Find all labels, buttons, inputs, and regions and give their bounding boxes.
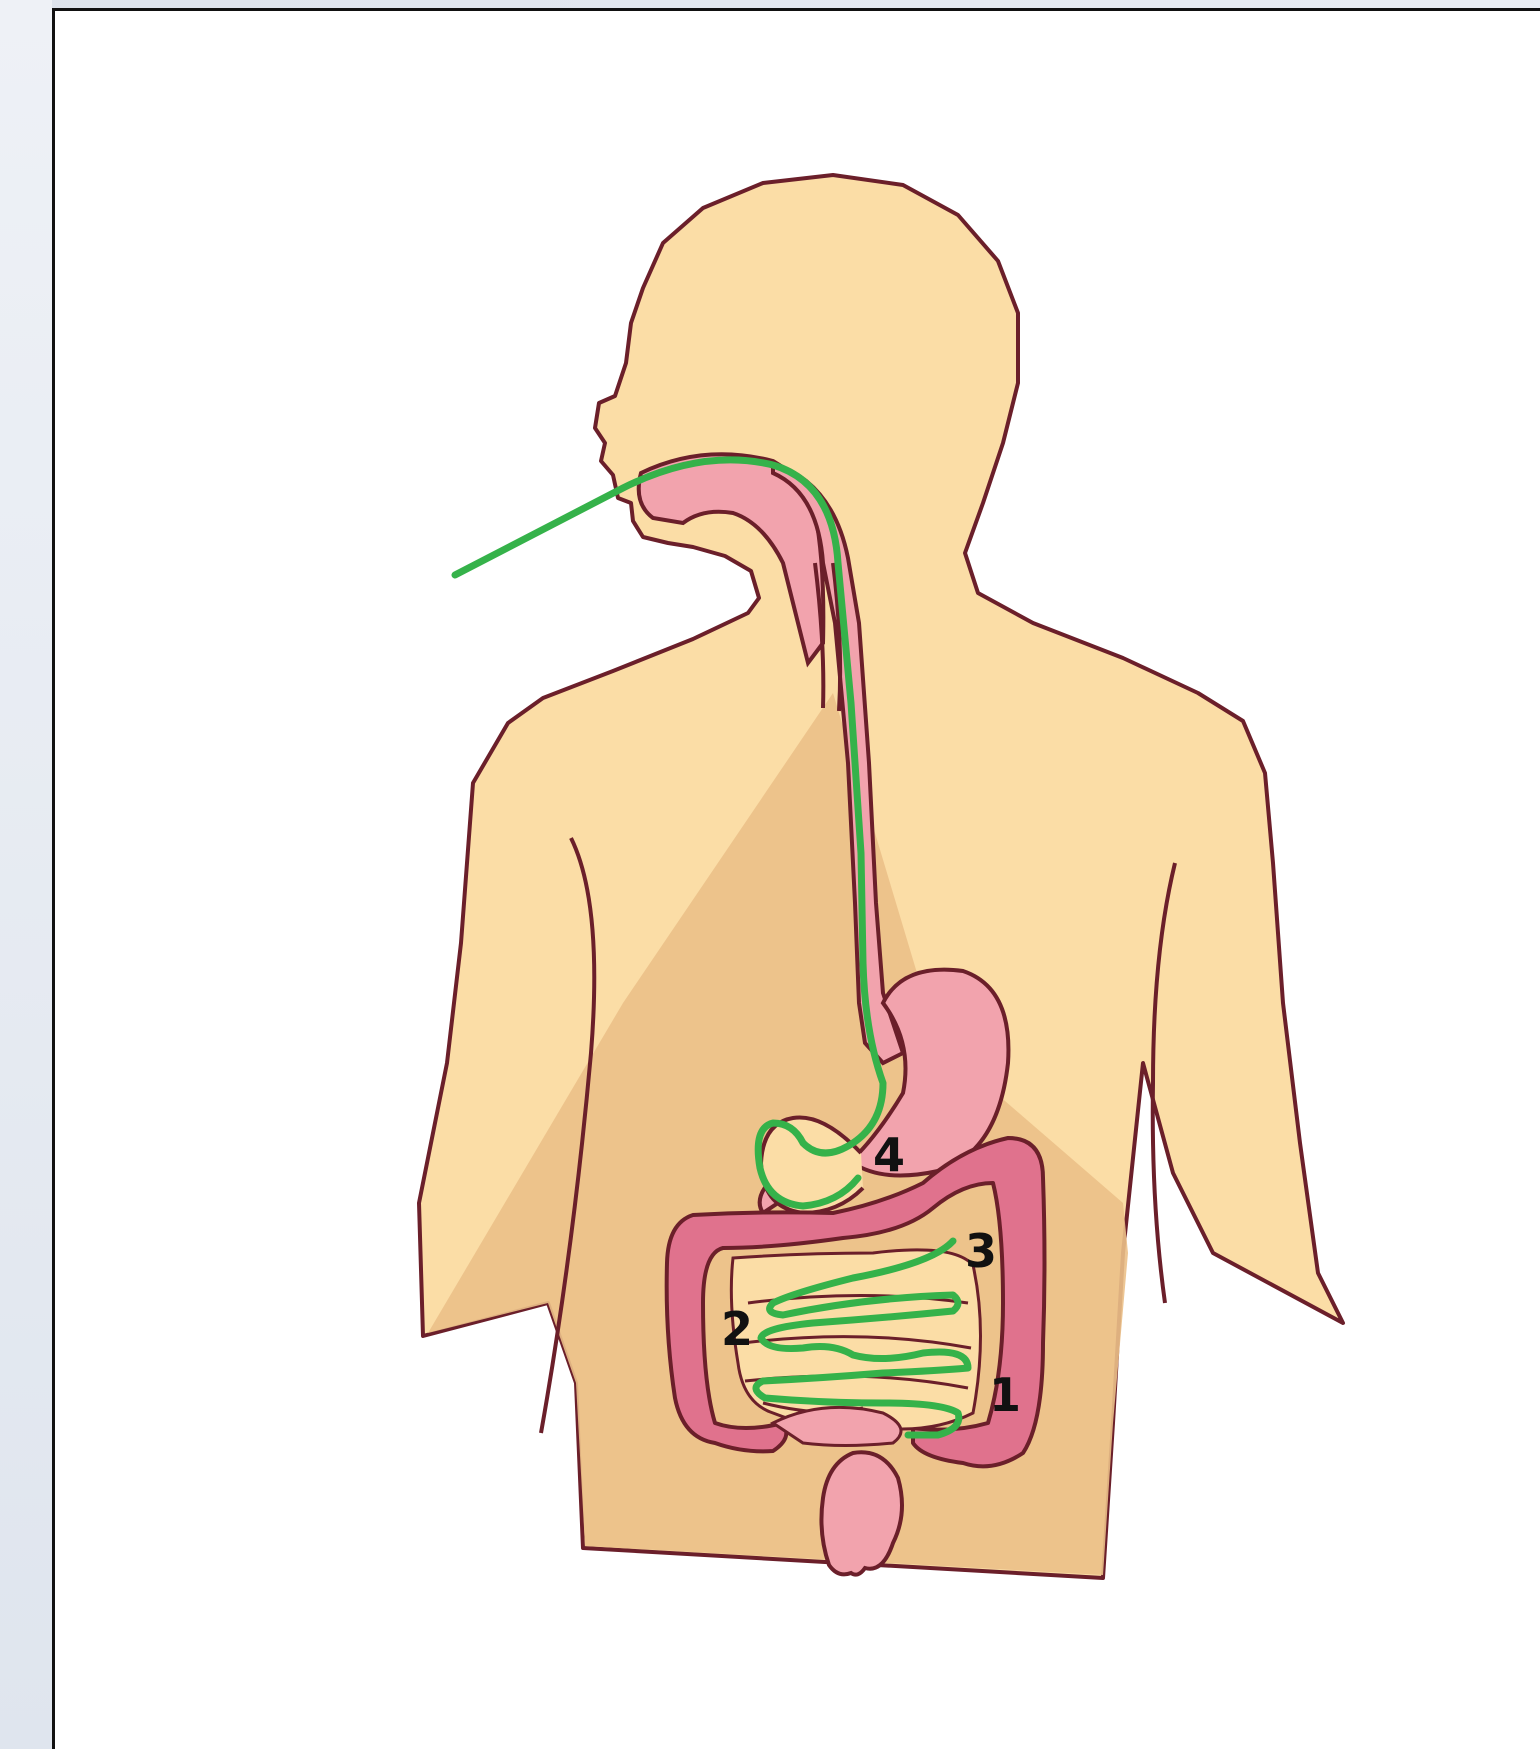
left-panel	[0, 0, 52, 1749]
label-4: 4	[873, 1128, 905, 1182]
label-3: 3	[965, 1224, 997, 1278]
label-2: 2	[721, 1302, 753, 1356]
digestive-system-diagram: 1 2 3 4	[55, 11, 1540, 1749]
diagram-frame: 1 2 3 4	[52, 8, 1540, 1749]
label-1: 1	[989, 1368, 1021, 1422]
